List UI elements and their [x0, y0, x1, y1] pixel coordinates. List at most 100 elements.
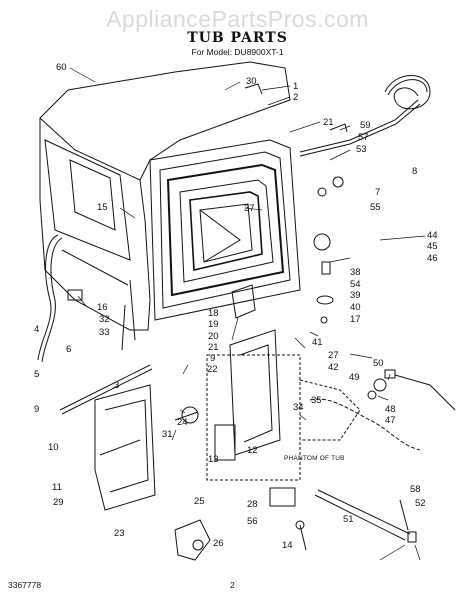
callout-44: 44	[427, 230, 438, 241]
callout-59: 59	[360, 120, 371, 131]
rail-32	[129, 279, 136, 341]
callout-35: 35	[311, 395, 322, 406]
callout-46: 46	[427, 253, 438, 264]
part-16	[67, 289, 83, 301]
fitting-48	[367, 390, 377, 400]
door-gasket	[166, 163, 285, 297]
callout-14: 14	[282, 540, 293, 551]
left-hinge-arm	[94, 384, 156, 511]
callout-26: 26	[213, 538, 224, 549]
callout-38: 38	[350, 267, 361, 278]
drain-hose	[299, 99, 419, 153]
callout-37: 37	[244, 203, 255, 214]
wire-part-1	[244, 83, 263, 95]
callout-56: 56	[247, 516, 258, 527]
document-number: 3367778	[8, 580, 42, 590]
callout-9b: 9	[34, 404, 39, 415]
callout-53: 53	[356, 144, 367, 155]
callout-23: 23	[114, 528, 125, 539]
callout-15: 15	[97, 202, 108, 213]
callout-58: 58	[410, 484, 421, 495]
model-subtitle: For Model: DU8900XT-1	[191, 47, 284, 57]
tub-side-panel	[44, 139, 131, 261]
rod-3	[59, 364, 151, 411]
callout-25: 25	[194, 496, 205, 507]
callout-5: 5	[34, 369, 39, 380]
callout-16: 16	[97, 302, 108, 313]
bracket-28	[269, 487, 296, 507]
callout-54: 54	[350, 279, 361, 290]
callout-60: 60	[56, 62, 67, 73]
callout-41: 41	[312, 337, 323, 348]
callout-3: 3	[114, 380, 119, 391]
tub-front-frame	[149, 139, 301, 321]
callout-47: 47	[385, 415, 396, 426]
callout-42: 42	[328, 362, 339, 373]
part-58	[399, 499, 409, 531]
bracket-13	[214, 424, 236, 461]
nut-17	[320, 316, 328, 324]
callout-10: 10	[48, 442, 59, 453]
callout-29: 29	[53, 497, 64, 508]
phantom-label: PHANTOM OF TUB	[284, 455, 345, 462]
callout-numbers: 60 30 1 2 21 59 57 53 8 7 55 37 15 44 45…	[34, 62, 438, 551]
callout-50: 50	[373, 358, 384, 369]
callout-7: 7	[375, 187, 380, 198]
connector-7	[332, 176, 344, 188]
watermark-text: AppliancePartsPros.com	[106, 6, 369, 32]
callout-32: 32	[99, 314, 110, 325]
page-number: 2	[230, 580, 235, 590]
part-38	[321, 261, 331, 275]
callout-13: 13	[208, 454, 219, 465]
left-hose	[37, 234, 59, 361]
callout-45: 45	[427, 241, 438, 252]
callout-30: 30	[246, 76, 257, 87]
fitting-49	[373, 378, 387, 392]
tub-top-edge	[39, 117, 141, 181]
callout-24: 24	[177, 417, 188, 428]
valve-44	[313, 233, 331, 251]
callout-55: 55	[370, 202, 381, 213]
right-hinge-arm	[229, 329, 281, 456]
callout-20: 20	[208, 331, 219, 342]
callout-31: 31	[162, 429, 173, 440]
callout-17: 17	[350, 314, 361, 325]
callout-21b: 21	[208, 342, 219, 353]
phantom-tub	[206, 354, 301, 481]
spring-24	[181, 406, 199, 424]
callout-40: 40	[350, 302, 361, 313]
callout-12: 12	[247, 445, 258, 456]
callout-52: 52	[415, 498, 426, 509]
part-52	[407, 531, 417, 543]
callout-39: 39	[350, 290, 361, 301]
callout-57: 57	[358, 132, 369, 143]
washer-39	[316, 295, 334, 305]
callout-9a: 9	[210, 353, 215, 364]
callout-51: 51	[343, 514, 354, 525]
callout-6: 6	[66, 344, 71, 355]
callout-2: 2	[293, 92, 298, 103]
callout-33: 33	[99, 327, 110, 338]
callout-49: 49	[349, 372, 360, 383]
bracket-18	[231, 284, 256, 319]
hose-35-dashed	[309, 398, 421, 451]
connector-55	[317, 187, 327, 197]
callout-34: 34	[293, 402, 304, 413]
bracket-57	[329, 123, 348, 133]
callout-1: 1	[293, 81, 298, 92]
callout-21a: 21	[323, 117, 334, 128]
callout-18: 18	[208, 308, 219, 319]
callout-4: 4	[34, 324, 39, 335]
callout-27: 27	[328, 350, 339, 361]
callout-11: 11	[52, 482, 62, 493]
diagram-title: TUB PARTS	[187, 30, 288, 46]
callout-8: 8	[412, 166, 417, 177]
coiled-hose	[384, 75, 431, 110]
callout-28: 28	[247, 499, 258, 510]
pump-assembly	[174, 519, 211, 561]
callout-19: 19	[208, 319, 219, 330]
strip-51	[314, 494, 406, 541]
callout-48: 48	[385, 404, 396, 415]
tub-outer-wrap	[39, 61, 291, 331]
